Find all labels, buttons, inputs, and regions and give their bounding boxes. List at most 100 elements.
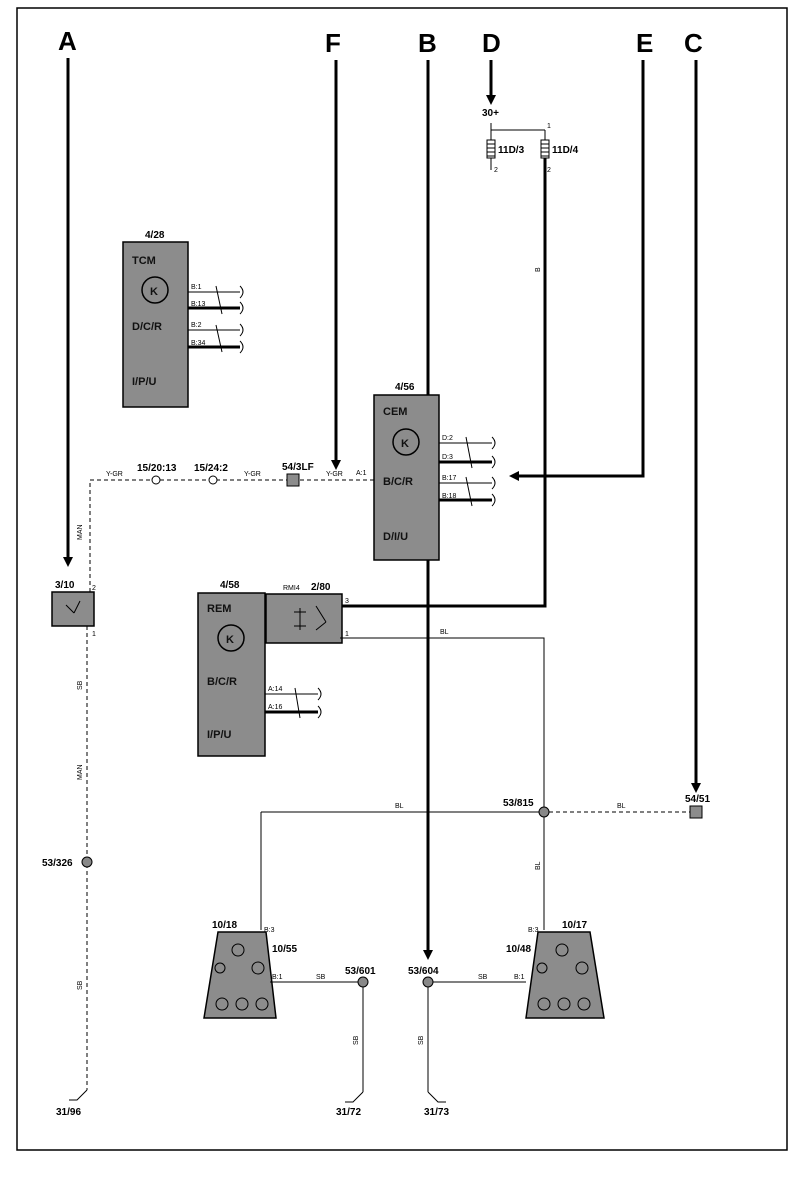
- connector-54-3lf-label: 54/3LF: [282, 462, 314, 473]
- splice-15-20: [151, 475, 161, 485]
- splice-53-326-label: 53/326: [42, 858, 73, 869]
- rem-pin-1: A:14: [268, 686, 283, 693]
- wire-fuse-to-relay: [340, 158, 547, 608]
- relay-pin-3: 3: [345, 598, 349, 605]
- connection-label-c: C: [684, 28, 703, 58]
- fuse-2-pin-out: 2: [547, 167, 551, 174]
- fuse-2-body: [540, 139, 550, 159]
- wire-color-sb6: SB: [418, 1035, 425, 1045]
- fuse-2-label: 11D/4: [552, 145, 579, 156]
- tcm-text-1: TCM: [132, 255, 156, 267]
- lamp-right-bulbs: [536, 943, 591, 1011]
- connector-54-51: [689, 805, 703, 819]
- fuse-2-pin-in: 1: [547, 123, 551, 130]
- tcm-pin-2: B:13: [191, 301, 206, 308]
- connection-label-b: B: [418, 28, 437, 58]
- wire-color-bl4: BL: [535, 861, 542, 870]
- wire-color-sb4: SB: [353, 1035, 360, 1045]
- cem-text-1: CEM: [383, 406, 407, 418]
- rem-text-3: I/P/U: [207, 729, 232, 741]
- tcm-icon-k: K: [150, 286, 158, 298]
- connector-54-51-label: 54/51: [685, 794, 710, 805]
- fuse-2-hatch: [541, 143, 549, 157]
- wire-ygr: [89, 479, 374, 600]
- switch-module: [51, 591, 95, 627]
- fuse-1-label: 11D/3: [498, 145, 525, 156]
- cem-pin-a1: A:1: [356, 470, 367, 477]
- wire-color-ygr1: Y-GR: [106, 471, 123, 478]
- lamp-right-body: [525, 931, 605, 1019]
- tcm-pin-3: B:2: [191, 322, 202, 329]
- relay-label: RMI4: [283, 585, 300, 592]
- rem-icon-k: K: [226, 634, 234, 646]
- ground-31-72-symbol: [345, 1091, 364, 1103]
- cem-text-2: B/C/R: [383, 476, 413, 488]
- wire-color-ygr2: Y-GR: [244, 471, 261, 478]
- wire-color-sb3: SB: [316, 974, 326, 981]
- cem-text-3: D/I/U: [383, 531, 408, 543]
- tcm-module: [122, 241, 189, 408]
- switch-id: 3/10: [55, 580, 75, 591]
- tcm-text-2: D/C/R: [132, 321, 162, 333]
- supply-label: 30+: [482, 108, 499, 119]
- fuse-1-pin: 2: [494, 167, 498, 174]
- ground-31-96-label: 31/96: [56, 1107, 81, 1118]
- relay-module: [265, 593, 343, 644]
- splice-53-601: [357, 976, 369, 988]
- cem-pin-4: B:18: [442, 493, 457, 500]
- cem-icon: [392, 428, 420, 456]
- tcm-pin-4: B:34: [191, 340, 206, 347]
- lamp-left-id2: 10/55: [272, 944, 297, 955]
- connector-54-3lf: [286, 473, 300, 487]
- splice-15-24: [208, 475, 218, 485]
- rem-text-1: REM: [207, 603, 231, 615]
- connection-label-d: D: [482, 28, 501, 58]
- lamp-left-pin-b3: B:3: [264, 927, 275, 934]
- tcm-id: 4/28: [145, 230, 165, 241]
- lamp-right-pin-b1: B:1: [514, 974, 525, 981]
- wire-color-ygr3: Y-GR: [326, 471, 343, 478]
- switch-pin-1: 1: [92, 631, 96, 638]
- wire-color-bl1: BL: [440, 629, 449, 636]
- wire-color-bl3: BL: [617, 803, 626, 810]
- rem-icon: [217, 624, 245, 652]
- cem-icon-k: K: [401, 438, 409, 450]
- cem-pin-1: D:2: [442, 435, 453, 442]
- wire-color-sb1: SB: [77, 680, 84, 690]
- ground-31-72-label: 31/72: [336, 1107, 361, 1118]
- cem-pin-3: B:17: [442, 475, 457, 482]
- ground-31-73-symbol: [427, 1091, 446, 1103]
- cem-id: 4/56: [395, 382, 415, 393]
- switch-symbol: [65, 600, 81, 614]
- diagram-frame: [16, 7, 788, 1151]
- splice-53-601-label: 53/601: [345, 966, 376, 977]
- splice-53-815-label: 53/815: [503, 798, 534, 809]
- wire-color-bl2: BL: [395, 803, 404, 810]
- switch-pin-2: 2: [92, 585, 96, 592]
- wire-color-sb2: SB: [77, 980, 84, 990]
- splice-53-326: [81, 856, 93, 868]
- tcm-icon: [141, 276, 169, 304]
- cem-pin-2: D:3: [442, 454, 453, 461]
- fuse-1-hatch: [487, 143, 495, 157]
- ground-31-96-symbol: [69, 1089, 88, 1101]
- tcm-pins: [188, 285, 244, 354]
- rem-module: [197, 592, 266, 757]
- connection-label-a: A: [58, 26, 77, 56]
- tcm-text-3: I/P/U: [132, 376, 157, 388]
- splice-15-20-label: 15/20:13: [137, 463, 177, 474]
- wire-color-man1: MAN: [77, 524, 84, 540]
- lamp-right-id2: 10/48: [506, 944, 531, 955]
- fuse-1-body: [486, 139, 496, 159]
- tcm-pin-1: B:1: [191, 284, 202, 291]
- relay-pin-1: 1: [345, 631, 349, 638]
- lamp-right-id1: 10/17: [562, 920, 587, 931]
- lamp-left-body: [203, 931, 277, 1019]
- splice-53-604-label: 53/604: [408, 966, 439, 977]
- lamp-left-pin-b1: B:1: [272, 974, 283, 981]
- wire-color-sb5: SB: [478, 974, 488, 981]
- cem-pins: [439, 436, 496, 507]
- splice-15-24-label: 15/24:2: [194, 463, 228, 474]
- rem-pins: [265, 687, 322, 719]
